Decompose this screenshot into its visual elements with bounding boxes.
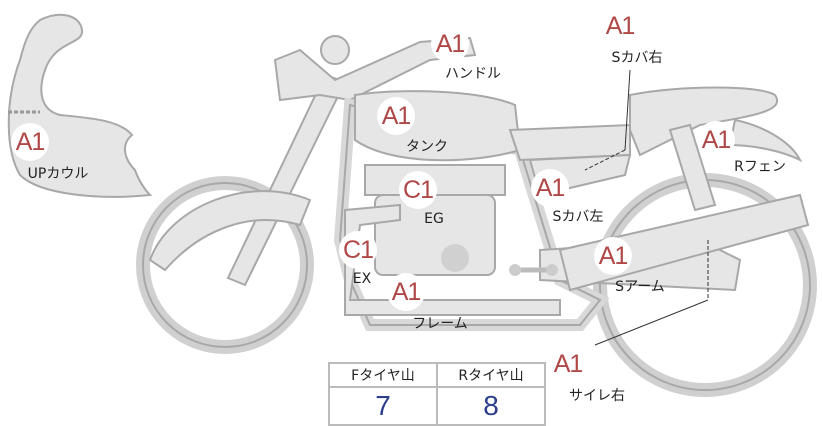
rear-tire-header: Rタイヤ山 — [436, 362, 546, 388]
grade-badge-up-cowl: A1 — [11, 123, 49, 161]
label-engine: EG — [424, 211, 444, 227]
front-tire-header: Fタイヤ山 — [328, 362, 438, 388]
front-tire-value: 7 — [328, 386, 438, 426]
label-side-cover-right: Sカバ右 — [611, 50, 663, 66]
headlight — [320, 35, 350, 65]
label-tank: タンク — [406, 139, 448, 155]
grade-badge-swing-arm: A1 — [594, 237, 632, 275]
label-rear-fender: Rフェン — [734, 159, 786, 175]
label-exhaust: EX — [352, 271, 372, 287]
label-swing-arm: Sアーム — [615, 279, 665, 295]
leader-line — [594, 299, 709, 346]
rear-tire-value: 8 — [436, 386, 546, 426]
grade-badge-frame: A1 — [387, 273, 425, 311]
label-silencer-right: サイレ右 — [569, 388, 625, 404]
handle-shape — [273, 36, 477, 102]
rear-shock — [668, 123, 717, 212]
front-fender — [148, 190, 312, 272]
tire-tread-table: Fタイヤ山 Rタイヤ山 7 8 — [328, 362, 546, 426]
label-frame: フレーム — [412, 316, 468, 332]
grade-badge-side-cover-left: A1 — [531, 169, 569, 207]
label-side-cover-left: Sカバ左 — [552, 209, 604, 225]
grade-badge-rear-fender: A1 — [697, 121, 735, 159]
grade-badge-exhaust: C1 — [339, 231, 377, 269]
exhaust-shape — [344, 203, 561, 316]
label-handle: ハンドル — [445, 66, 501, 82]
grade-badge-engine: C1 — [399, 171, 437, 209]
grade-badge-silencer-right: A1 — [549, 345, 587, 383]
leader-line — [624, 69, 631, 151]
seat-base — [508, 123, 631, 162]
label-up-cowl: UPカウル — [27, 166, 89, 182]
rear-fender-shape — [728, 118, 803, 163]
grade-badge-tank: A1 — [377, 97, 415, 135]
grade-badge-handle: A1 — [431, 25, 469, 63]
grade-badge-side-cover-right: A1 — [601, 7, 639, 45]
